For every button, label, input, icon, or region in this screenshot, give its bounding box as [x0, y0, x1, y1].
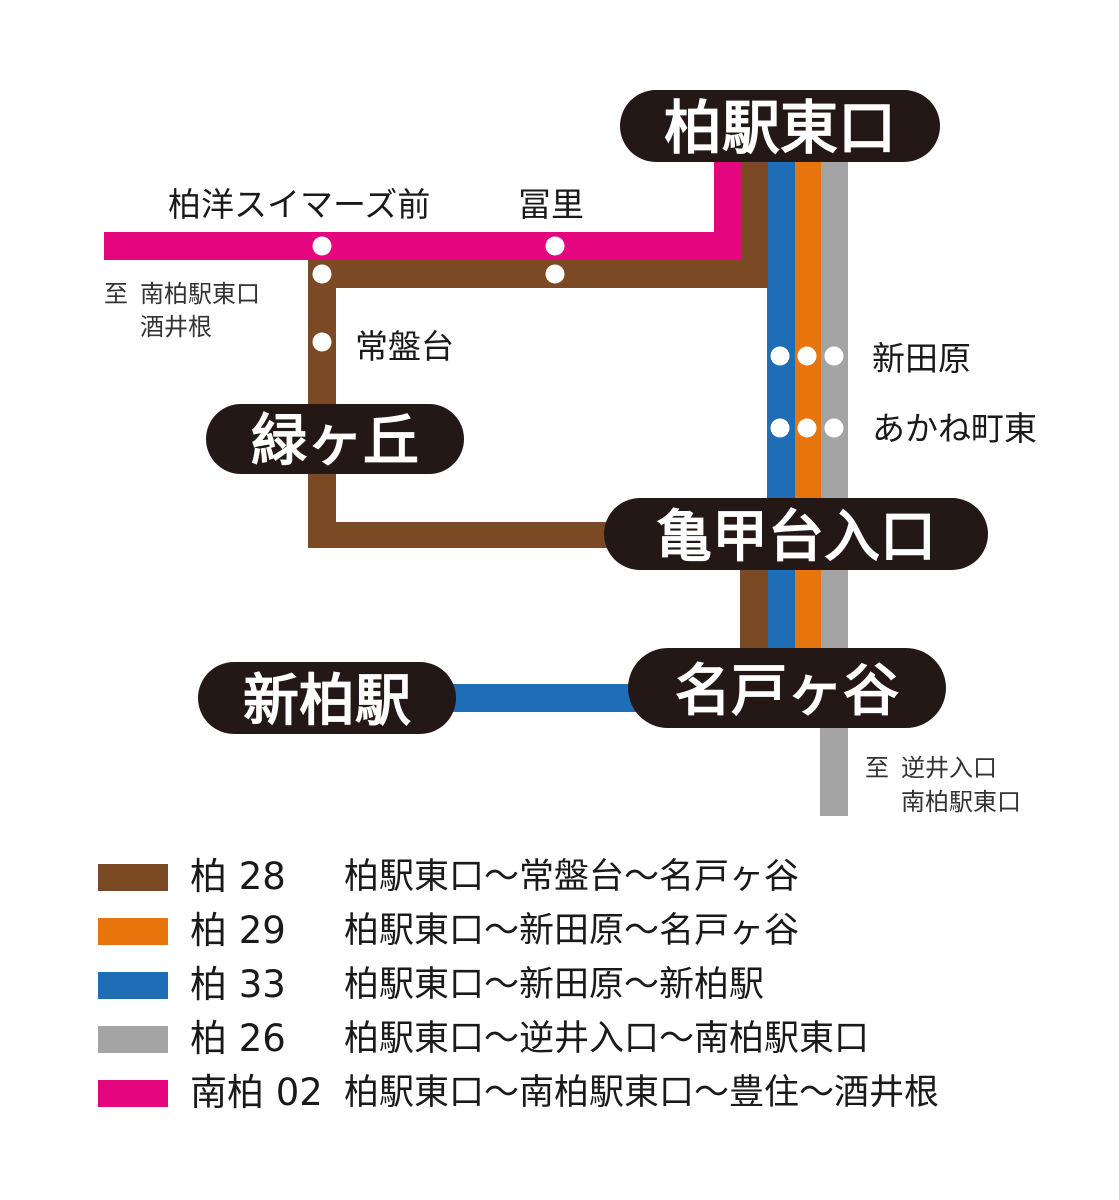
legend-swatch-minamikashiwa02	[98, 1080, 168, 1107]
legend-code: 柏 28	[190, 855, 286, 898]
legend-code: 南柏 02	[190, 1071, 323, 1114]
hub-shinkashiwa: 新柏駅	[198, 662, 456, 734]
legend-row: 南柏 02 柏駅東口〜南柏駅東口〜豊住〜酒井根	[98, 1070, 1098, 1124]
legend-code: 柏 29	[190, 909, 286, 952]
destination-south-line2: 南柏駅東口	[901, 788, 1021, 816]
stop-label-nittahara: 新田原	[872, 339, 971, 378]
stop-dot-tomisato-magenta	[545, 236, 565, 256]
hub-midorigaoka-pill	[206, 404, 464, 474]
destination-south: 至 逆井入口 南柏駅東口	[865, 754, 1021, 816]
destination-south-line1: 逆井入口	[901, 754, 997, 782]
legend-route: 柏駅東口〜南柏駅東口〜豊住〜酒井根	[344, 1073, 940, 1113]
stop-label-tokiwadai: 常盤台	[355, 327, 454, 366]
destination-west-line2: 酒井根	[140, 313, 212, 341]
stop-label-akanecho: あかね町東	[872, 409, 1037, 448]
stop-dot-nittahara-blue	[770, 346, 790, 366]
hub-midorigaoka: 緑ヶ丘	[206, 404, 464, 474]
destination-south-prefix: 至	[865, 754, 889, 782]
hub-kashiwa-east: 柏駅東口	[620, 90, 940, 162]
hub-nadogaya: 名戸ヶ谷	[628, 648, 946, 728]
legend-row: 柏 26 柏駅東口〜逆井入口〜南柏駅東口	[98, 1016, 1098, 1070]
stop-dot-nittahara-gray	[824, 346, 844, 366]
hub-nadogaya-pill	[628, 648, 946, 728]
legend-swatch-kashiwa28	[98, 864, 168, 891]
stop-dot-akanecho-orange	[797, 418, 817, 438]
legend-code: 柏 33	[190, 963, 286, 1006]
legend: 柏 28 柏駅東口〜常盤台〜名戸ヶ谷 柏 29 柏駅東口〜新田原〜名戸ヶ谷 柏 …	[98, 854, 1098, 1124]
hub-kashiwa-east-pill	[620, 90, 940, 162]
hub-shinkashiwa-pill	[198, 662, 456, 734]
legend-swatch-kashiwa33	[98, 972, 168, 999]
stop-dot-akanecho-blue	[770, 418, 790, 438]
legend-code: 柏 26	[190, 1017, 286, 1060]
hub-kamegadai: 亀甲台入口	[604, 498, 988, 570]
legend-route: 柏駅東口〜逆井入口〜南柏駅東口	[344, 1019, 870, 1059]
stop-dot-hakuyo-brown	[312, 264, 332, 284]
hub-nadogaya-label: 名戸ヶ谷	[675, 659, 899, 724]
legend-row: 柏 28 柏駅東口〜常盤台〜名戸ヶ谷	[98, 854, 1098, 908]
stop-dots	[312, 236, 844, 438]
hub-shinkashiwa-label: 新柏駅	[243, 669, 411, 734]
stop-dot-akanecho-gray	[824, 418, 844, 438]
line-blue-kashiwa33	[767, 160, 795, 670]
stop-label-tomisato: 冨里	[518, 185, 584, 224]
destination-west-prefix: 至	[104, 280, 128, 308]
stop-label-hakuyo: 柏洋スイマーズ前	[168, 185, 430, 224]
line-magenta-minamikashiwa02	[104, 150, 742, 260]
hub-kamegadai-pill	[604, 498, 988, 570]
legend-row: 柏 33 柏駅東口〜新田原〜新柏駅	[98, 962, 1098, 1016]
line-blue-shinkashiwa-branch	[440, 684, 650, 712]
legend-route: 柏駅東口〜新田原〜新柏駅	[344, 965, 765, 1005]
legend-route: 柏駅東口〜常盤台〜名戸ヶ谷	[344, 857, 800, 897]
legend-swatch-kashiwa26	[98, 1026, 168, 1053]
stop-dot-hakuyo-magenta	[312, 236, 332, 256]
stop-dot-tomisato-brown	[545, 264, 565, 284]
legend-swatch-kashiwa29	[98, 918, 168, 945]
legend-row: 柏 29 柏駅東口〜新田原〜名戸ヶ谷	[98, 908, 1098, 962]
stop-dot-tokiwadai	[312, 332, 332, 352]
hub-kamegadai-label: 亀甲台入口	[656, 505, 936, 570]
stop-dot-nittahara-orange	[797, 346, 817, 366]
destination-west-line1: 南柏駅東口	[140, 280, 260, 308]
hub-kashiwa-east-label: 柏駅東口	[664, 94, 896, 162]
line-orange-kashiwa29	[794, 160, 821, 670]
destination-west: 至 南柏駅東口 酒井根	[104, 280, 260, 341]
legend-route: 柏駅東口〜新田原〜名戸ヶ谷	[344, 911, 800, 951]
hub-midorigaoka-label: 緑ヶ丘	[251, 409, 419, 474]
